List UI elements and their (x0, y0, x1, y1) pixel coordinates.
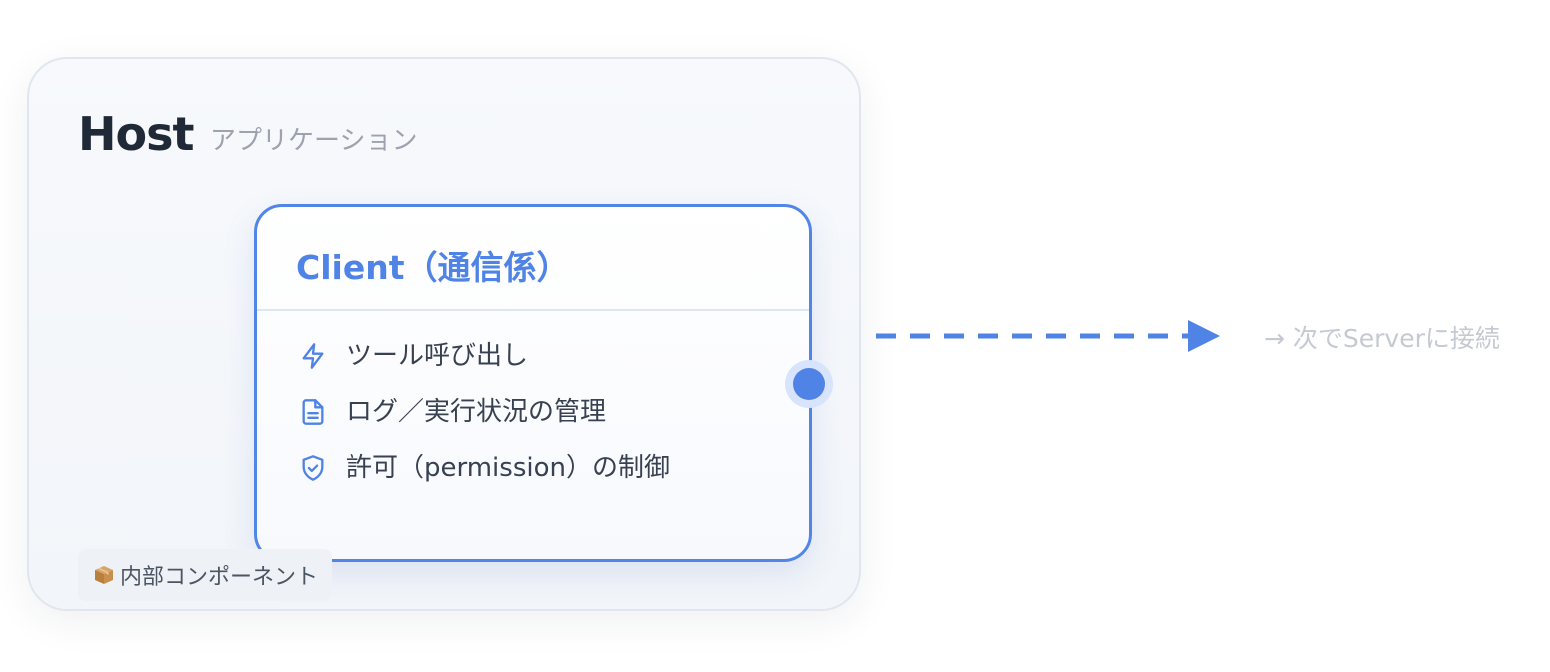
client-divider (257, 309, 809, 311)
feature-label: 許可（permission）の制御 (346, 453, 670, 483)
host-title: Host (78, 107, 194, 161)
lightning-icon (298, 341, 328, 371)
next-step-label: → 次でServerに接続 (1264, 324, 1500, 353)
package-icon (92, 563, 116, 587)
client-title: Client（通信係） (296, 248, 570, 287)
connector-arrow (876, 320, 1220, 352)
internal-component-badge: 内部コンポーネント (78, 549, 333, 601)
feature-item-log: ログ／実行状況の管理 (298, 394, 606, 430)
host-subtitle: アプリケーション (210, 126, 418, 156)
client-card (254, 204, 812, 562)
badge-label: 内部コンポーネント (120, 565, 319, 590)
document-icon (298, 397, 328, 427)
feature-item-tool-call: ツール呼び出し (298, 338, 528, 374)
connection-port[interactable] (793, 368, 825, 400)
feature-label: ログ／実行状況の管理 (346, 397, 607, 427)
shield-check-icon (298, 453, 328, 483)
feature-item-permission: 許可（permission）の制御 (298, 450, 670, 486)
feature-label: ツール呼び出し (346, 341, 529, 371)
